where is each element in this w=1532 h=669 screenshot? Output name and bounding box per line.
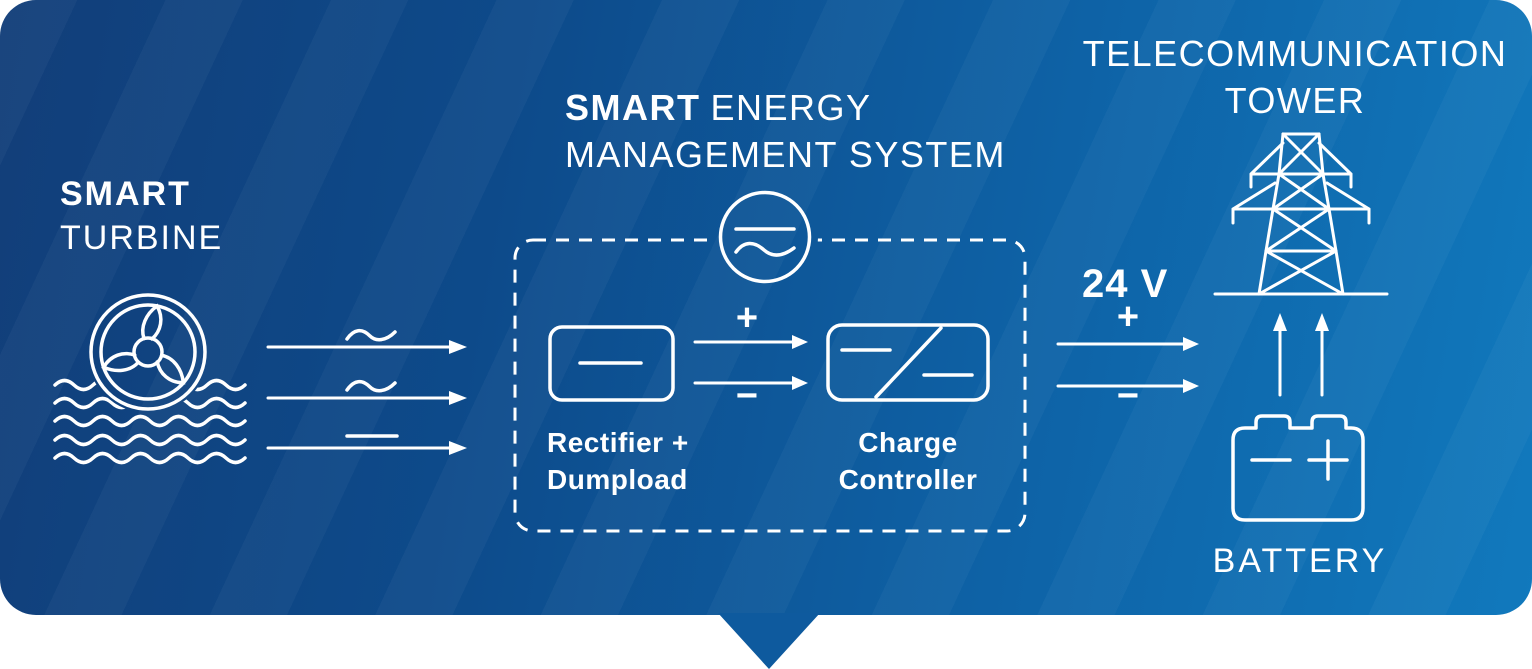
water-waves [53,378,247,465]
ems-boundary-box [513,238,1027,533]
water-turbine-icon [53,293,247,465]
turbine-title-line1: SMART [60,175,191,213]
dc-link-minus-sign: − [735,375,759,417]
dc-link-plus-sign: + [735,297,759,339]
tower-title: TELECOMMUNICATION TOWER [1072,30,1518,124]
ac-wave-icon [345,329,397,342]
charge-label-line2: Controller [838,464,978,495]
rectifier-dumpload-box-icon [548,325,675,402]
voltage-label: 24 V [1082,262,1169,306]
arrowheads [1183,337,1199,393]
upper-arm-left [1249,141,1285,189]
output-plus-sign: + [1116,296,1140,338]
speech-bubble-tail [718,613,820,669]
arrowheads [792,335,808,390]
turbine-rotor [89,293,207,411]
rectifier-label-line2: Dumpload [547,464,688,495]
charge-controller-box-icon [826,323,990,402]
ems-title-bold: SMART [565,87,701,128]
rectifier-label-line1: Rectifier + [547,427,689,458]
lower-arm-left [1231,181,1277,225]
rectifier-to-controller-arrows [693,335,808,390]
arrowheads [1273,313,1329,331]
ac-dc-converter-icon [718,190,812,284]
turbine-output-arrows [266,329,467,455]
turbine-title-line2: TURBINE [60,219,224,257]
rectifier-label: Rectifier + Dumpload [547,424,689,498]
battery-label: BATTERY [1212,542,1388,580]
converter-diagonal [874,326,943,399]
ems-title-line2: MANAGEMENT SYSTEM [565,134,1006,175]
upper-arm-right [1317,141,1353,189]
ac-wave-icon [345,380,397,393]
ems-title-regular: ENERGY [710,87,872,128]
tower-title-line2: TOWER [1224,80,1366,121]
turbine-title: SMART TURBINE [60,172,223,260]
ac-wave-icon [734,241,796,257]
lower-arm-right [1325,181,1371,225]
tower-title-line1: TELECOMMUNICATION [1082,33,1508,74]
battery-icon [1231,414,1365,522]
arrowheads [449,340,467,455]
output-arrows [1056,337,1199,393]
charge-label-line1: Charge [858,427,958,458]
transmission-tower-icon [1213,132,1389,296]
battery-charge-arrows [1273,313,1329,397]
charge-controller-label: Charge Controller [818,424,998,498]
blue-panel [0,0,1532,615]
